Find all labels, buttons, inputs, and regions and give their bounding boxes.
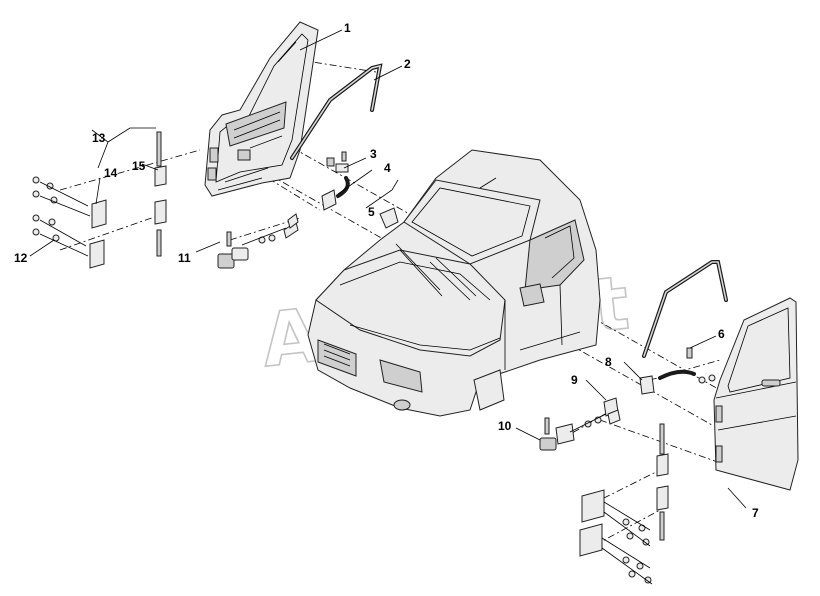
- right-small-parts: [539, 347, 716, 451]
- callout-1: 1: [344, 21, 351, 35]
- callout-2: 2: [404, 57, 411, 71]
- callout-10: 10: [498, 419, 512, 433]
- callout-5: 5: [368, 205, 375, 219]
- left-door-assembly: [204, 21, 319, 197]
- callout-11: 11: [178, 251, 191, 265]
- callout-13: 13: [92, 131, 106, 145]
- callout-9: 9: [571, 373, 578, 387]
- right-hinges: [579, 423, 669, 585]
- right-door-assembly: [713, 297, 799, 491]
- callout-labels: 1 2 3 4 5 6 7 8 9 10 11 12 13 14 15: [14, 21, 759, 520]
- callout-6: 6: [718, 327, 725, 341]
- left-window-seal: [290, 63, 383, 160]
- left-small-parts: [321, 151, 350, 211]
- left-lock-set: [217, 213, 299, 269]
- callout-14: 14: [104, 166, 118, 180]
- left-hinges: [32, 131, 167, 269]
- callout-7: 7: [752, 506, 759, 520]
- callout-3: 3: [370, 147, 377, 161]
- leader-lines: [29, 29, 747, 509]
- callout-8: 8: [605, 355, 612, 369]
- callout-15: 15: [132, 159, 146, 173]
- right-window-seal: [642, 260, 728, 358]
- vehicle-cab: [307, 149, 601, 417]
- callout-4: 4: [384, 161, 391, 175]
- callout-12: 12: [14, 251, 28, 265]
